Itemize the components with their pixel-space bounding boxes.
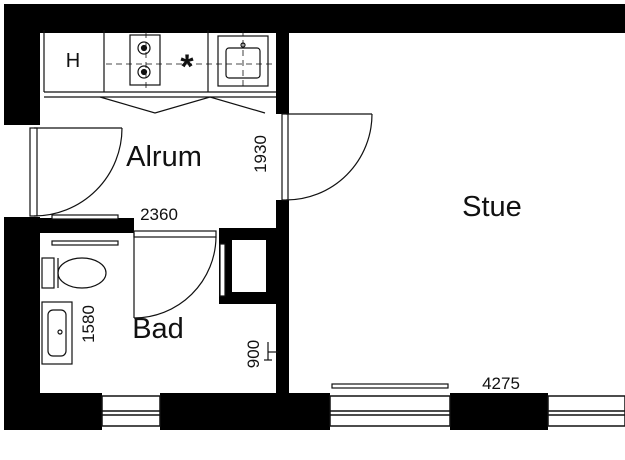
faucet-icon: [240, 42, 246, 48]
room-label-stue: Stue: [462, 191, 522, 223]
entrance-door-frame: [29, 127, 38, 217]
room-label-alrum: Alrum: [126, 141, 202, 173]
dimension-stue-width: 4275: [482, 374, 520, 393]
bath-bar: [51, 240, 119, 246]
partition-wall-upper: [276, 30, 289, 114]
window-stue-right: [547, 395, 625, 427]
shaft-bar: [219, 243, 226, 297]
windows: [101, 395, 625, 427]
shaft-void: [232, 240, 266, 292]
burner-icon: [137, 65, 151, 79]
bath-fixtures: [41, 257, 278, 365]
upper-cabinets: [99, 96, 266, 114]
stue-door-swing: [285, 113, 373, 201]
top-wall: [4, 4, 625, 33]
left-wall-upper: [4, 4, 40, 125]
bottom-wall-left: [4, 393, 102, 430]
washbasin-icon: [41, 301, 73, 365]
walls: [4, 4, 625, 430]
stue-door-frame: [281, 113, 289, 201]
kitchen-counter: [43, 30, 276, 114]
entrance-door-swing: [33, 127, 123, 217]
cooktop: [129, 34, 161, 86]
bath-door-frame: [133, 230, 217, 238]
stue-bar: [331, 383, 449, 389]
bottom-wall-right: [450, 393, 548, 430]
doors: [29, 113, 373, 319]
room-label-bad: Bad: [132, 313, 184, 345]
dimension-alrum-depth: 1930: [251, 135, 270, 173]
appliance-mark: *: [180, 48, 194, 86]
dimension-door-width: 900: [244, 340, 263, 368]
bath-top-wall: [4, 218, 134, 233]
dimension-alrum-width: 2360: [140, 205, 178, 224]
water-tap-icon: [264, 342, 278, 361]
alrum-bar: [51, 214, 119, 220]
dimension-bad-depth: 1580: [79, 305, 98, 343]
cabinet-mark: H: [66, 50, 80, 72]
toilet-icon: [41, 257, 107, 289]
burner-icon: [137, 41, 151, 55]
wall-bars: [51, 214, 449, 389]
kitchen-sink-basin: [225, 47, 261, 79]
window-bath: [101, 395, 161, 427]
bath-door-swing: [133, 236, 217, 319]
bottom-wall-mid: [160, 393, 330, 430]
window-stue-left: [329, 395, 451, 427]
partition-wall-lower: [276, 200, 289, 396]
